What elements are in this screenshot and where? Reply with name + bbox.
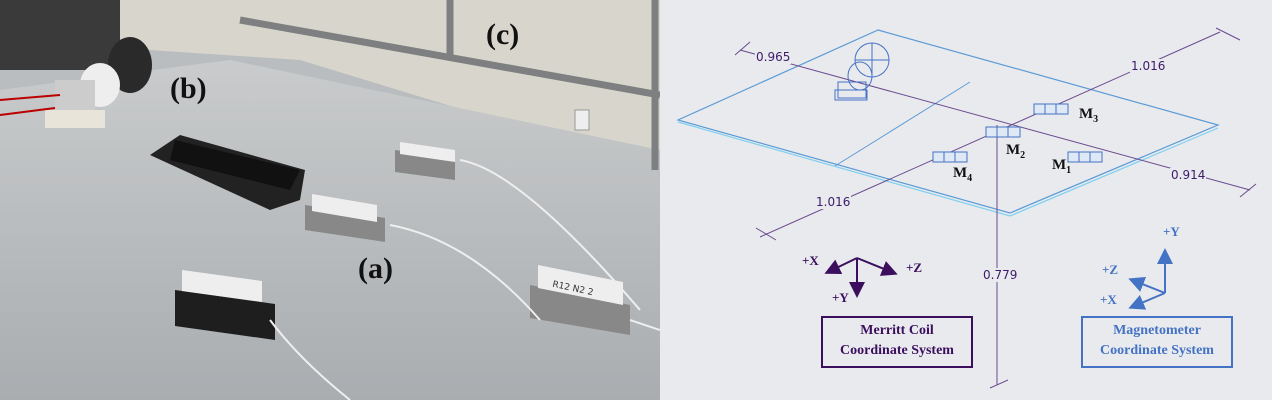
sensor-label-m3: M3 <box>1079 106 1099 125</box>
setup-diagram: 0.965 1.016 1.016 0.914 0.779 M1 M2 M3 M… <box>660 0 1272 400</box>
magnetometer-axis-x-label: +X <box>1100 292 1117 307</box>
merritt-coil-icon <box>834 42 890 101</box>
diagram-lines <box>676 27 1257 389</box>
wall <box>0 0 660 170</box>
photo-label-b: (b) <box>170 72 207 105</box>
photo-label-a: (a) <box>358 252 393 285</box>
sensor-label-m4: M4 <box>953 165 973 184</box>
support-frame <box>239 0 660 170</box>
merritt-coordinate-system-box: Merritt Coil Coordinate System <box>821 316 973 368</box>
equipment-box <box>0 0 120 70</box>
cables <box>269 159 660 400</box>
sensor-label-m2: M2 <box>1006 142 1026 161</box>
sensor-label-m1: M1 <box>1052 157 1072 176</box>
table-plate <box>676 29 1220 214</box>
magnetometer-coordinate-system-box: Magnetometer Coordinate System <box>1081 316 1233 368</box>
magnetometer-axis-y-label: +Y <box>1163 224 1180 239</box>
sensor-boxes <box>932 103 1103 163</box>
magnetometer-title-line2: Coordinate System <box>1100 343 1214 358</box>
magnetometer-sensor <box>530 265 630 335</box>
merritt-axis-x-label: +X <box>802 253 819 268</box>
magnetometer-axis-z-label: +Z <box>1102 262 1119 277</box>
merritt-axis-z-label: +Z <box>906 260 923 275</box>
lab-photo: (c) (b) (a) R12 N2 2 <box>0 0 660 400</box>
magnetometer-title-line1: Magnetometer <box>1113 323 1201 338</box>
sensor-m3-icon <box>1033 103 1069 115</box>
magnetometer-sensor <box>395 142 455 180</box>
motor-assembly <box>0 37 152 128</box>
merritt-axes-icon <box>824 257 898 298</box>
magnetometer-axes-icon <box>1128 248 1173 310</box>
lab-photo-illustration <box>0 0 660 400</box>
dimension-label: 0.965 <box>755 50 792 64</box>
sensor-m2-icon <box>985 126 1021 138</box>
dimension-label: 1.016 <box>1130 59 1167 73</box>
photo-label-c: (c) <box>486 18 520 51</box>
sensor-m4-icon <box>932 151 968 163</box>
merritt-title-line1: Merritt Coil <box>860 323 934 338</box>
magnetometer-sensor <box>305 194 385 242</box>
sensor-m1-icon <box>1067 151 1103 163</box>
dimension-label: 1.016 <box>815 195 852 209</box>
merritt-title-line2: Coordinate System <box>840 343 954 358</box>
merritt-axis-y-label: +Y <box>832 290 849 305</box>
magnetometer-sensor <box>175 270 275 340</box>
dimension-label: 0.779 <box>982 268 1019 282</box>
data-logger <box>150 135 305 210</box>
dimension-label: 0.914 <box>1170 168 1207 182</box>
wall-outlet <box>574 109 590 131</box>
table-midline <box>834 81 971 167</box>
